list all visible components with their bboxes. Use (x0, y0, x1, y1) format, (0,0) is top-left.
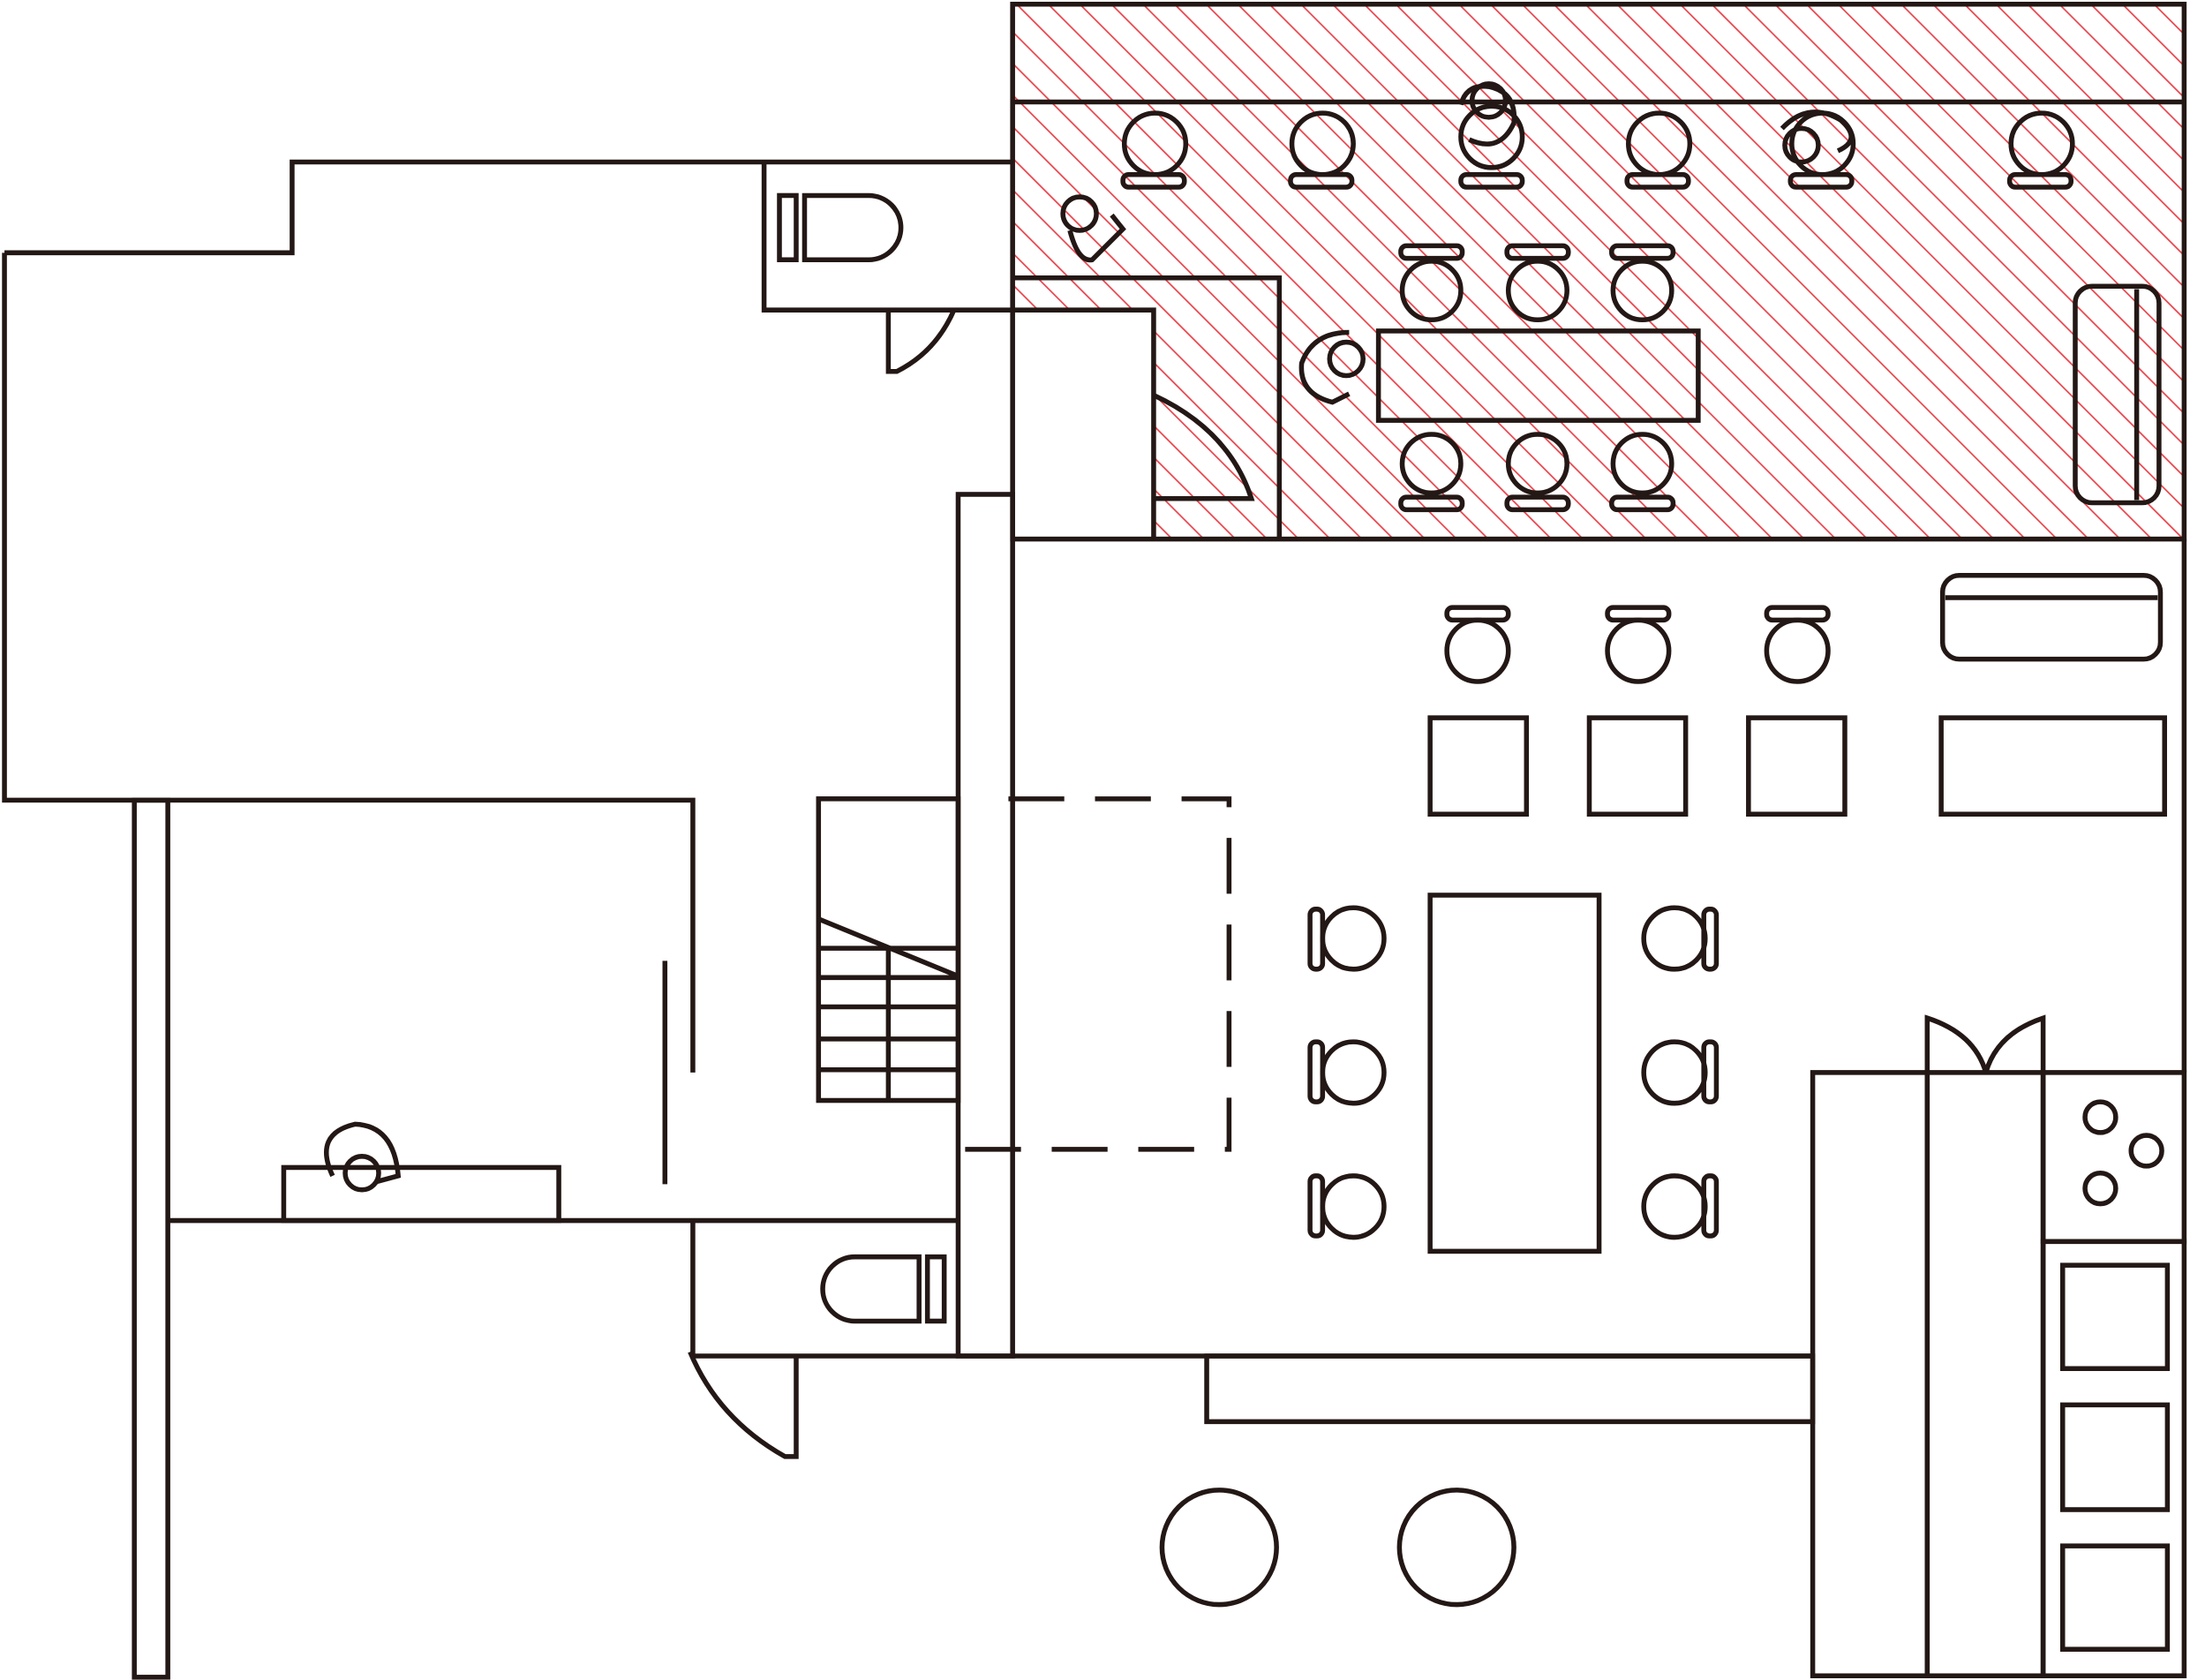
toilet-lower (820, 1254, 947, 1324)
north-room-sofa (2073, 283, 2162, 506)
hatched-area (1012, 4, 2185, 539)
planter (1159, 1488, 1279, 1608)
bed (281, 1164, 561, 1224)
chair (2006, 110, 2075, 190)
cabinet (2059, 1402, 2171, 1512)
door-pantry-left (1924, 1014, 1989, 1074)
person-body (1298, 329, 1351, 405)
door-pantry-right (1983, 1014, 2046, 1074)
chair (1641, 1173, 1720, 1240)
central-column (955, 492, 1015, 1359)
conference-set (1307, 893, 1720, 1254)
person-head (1060, 194, 1099, 233)
desk (1746, 715, 1848, 817)
kitchen-counter (1810, 1070, 1930, 1679)
burner (2082, 1171, 2119, 1207)
dashed-zone (958, 796, 1232, 1152)
chair (1307, 1039, 1387, 1106)
planter (1396, 1488, 1516, 1608)
chair (1504, 432, 1571, 513)
person-body (324, 1121, 402, 1184)
workstations (1427, 572, 2167, 817)
person-head (1469, 81, 1509, 120)
entry (1159, 1488, 1516, 1608)
stool (1444, 605, 1511, 684)
chair (1398, 243, 1465, 323)
door-upper-bath (885, 309, 957, 374)
chair (1624, 110, 1693, 190)
upper-bath-wall (761, 162, 1013, 313)
north-room-outline (1010, 1, 2187, 542)
stool (1764, 605, 1831, 684)
chair (1288, 110, 1356, 190)
conference-table (1427, 893, 1602, 1254)
toilets (777, 192, 947, 1324)
left-wing-west-wall (2, 252, 696, 1073)
chair (1504, 243, 1571, 323)
person-body (1780, 109, 1854, 154)
person-body (1067, 213, 1126, 263)
kitchen (1810, 1070, 2187, 1679)
lower-bath-wall (690, 1220, 1813, 1359)
entry-counter (1204, 1353, 1816, 1425)
burner (2128, 1133, 2164, 1169)
chair (1609, 243, 1676, 323)
left-wing-outline (4, 159, 1013, 256)
chair (1641, 1039, 1720, 1106)
chair (1120, 110, 1189, 190)
chair (1307, 1173, 1387, 1240)
long-desk (1938, 715, 2167, 817)
dining-table (1375, 328, 1701, 423)
chair (1398, 432, 1465, 513)
burner (2082, 1099, 2119, 1135)
chair (1307, 905, 1387, 972)
north-inner-wall (1012, 307, 1156, 539)
highlighted-zone (1012, 4, 2185, 539)
person-head (342, 1154, 381, 1193)
door-lower-bath (688, 1351, 799, 1459)
toilet-upper (777, 192, 904, 262)
cabinet (2059, 1543, 2171, 1652)
desk (1586, 715, 1689, 817)
north-room-table-set (1375, 243, 1701, 513)
seated-person (1060, 81, 1854, 405)
doors (688, 309, 2046, 1459)
cabinet (2059, 1262, 2171, 1372)
west-column (132, 797, 170, 1680)
person-head (1782, 125, 1821, 165)
north-room-chairs (1120, 103, 2075, 190)
lower-left-room (281, 1121, 561, 1224)
staircase (816, 796, 961, 1104)
north-inner-step (1012, 275, 1283, 539)
pantry (1924, 1070, 2046, 1679)
person-head (1327, 339, 1366, 379)
desk (1427, 715, 1530, 817)
door-north-room (1152, 393, 1255, 501)
bench-seat (1939, 572, 2164, 662)
chair (1609, 432, 1676, 513)
stool (1605, 605, 1672, 684)
chair (1641, 905, 1720, 972)
person-body (1458, 83, 1517, 147)
chair (1458, 103, 1525, 190)
